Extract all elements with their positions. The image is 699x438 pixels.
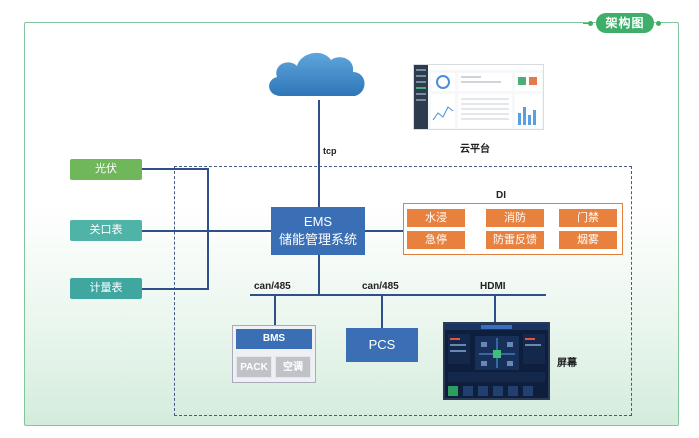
- hmi-screen-image: [443, 322, 550, 400]
- meter-line: [142, 230, 271, 232]
- di-item-emergency-stop: 急停: [407, 231, 465, 249]
- title-dot-left: [588, 21, 593, 26]
- bms-box: BMS: [236, 329, 312, 349]
- bus-line: [250, 294, 546, 296]
- ems-di-line: [365, 230, 404, 232]
- cloud-icon: [269, 52, 365, 96]
- system-boundary: [174, 166, 632, 416]
- tcp-label: tcp: [323, 146, 337, 156]
- di-item-access: 门禁: [559, 209, 617, 227]
- bus-label-bms: can/485: [254, 281, 291, 292]
- pv-box: 光伏: [70, 159, 142, 180]
- di-item-lightning: 防雷反馈: [486, 231, 544, 249]
- cloud-dashboard-screenshot: [413, 64, 544, 130]
- ems-box: EMS 储能管理系统: [271, 207, 365, 255]
- di-item-fire: 消防: [486, 209, 544, 227]
- gateway-meter-box: 关口表: [70, 220, 142, 241]
- cloud-ems-line: [318, 100, 320, 207]
- di-item-smoke: 烟雾: [559, 231, 617, 249]
- bus-label-pcs: can/485: [362, 281, 399, 292]
- ems-title: EMS: [303, 214, 333, 229]
- diagram-title: 架构图: [596, 13, 654, 33]
- pcs-box: PCS: [346, 328, 418, 362]
- bus-screen-line: [494, 295, 496, 323]
- pack-box: PACK: [236, 356, 272, 378]
- metering-meter-box: 计量表: [70, 278, 142, 299]
- side-vertical-line: [207, 168, 209, 290]
- di-label: DI: [496, 190, 506, 201]
- bms-group: BMS PACK 空调: [232, 325, 316, 383]
- title-dot-right: [656, 21, 661, 26]
- di-group: 水浸 消防 门禁 急停 防雷反馈 烟雾: [403, 203, 623, 255]
- ems-bus-line: [318, 255, 320, 295]
- pv-line: [142, 168, 208, 170]
- title-connector: [583, 23, 591, 24]
- di-item-flood: 水浸: [407, 209, 465, 227]
- ems-subtitle: 储能管理系统: [278, 232, 357, 247]
- cloud-platform-label: 云平台: [460, 144, 490, 155]
- count-line: [142, 288, 208, 290]
- air-conditioner-box: 空调: [275, 356, 311, 378]
- bus-label-hdmi: HDMI: [480, 281, 506, 292]
- bus-bms-line: [274, 295, 276, 326]
- screen-label: 屏幕: [557, 358, 577, 369]
- bus-pcs-line: [381, 295, 383, 329]
